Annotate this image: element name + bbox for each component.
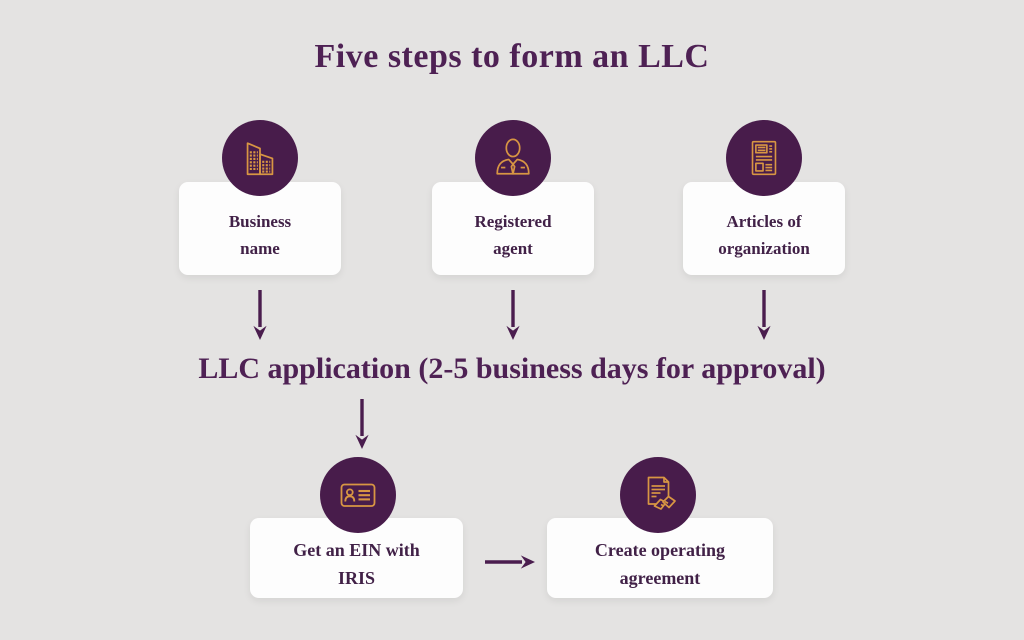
operating-agreement-circle <box>620 457 696 533</box>
registered-agent-circle <box>475 120 551 196</box>
business-name-circle <box>222 120 298 196</box>
operating-agreement-icon <box>647 476 676 510</box>
business-name-card: Business name <box>179 182 341 275</box>
articles-card: Articles of organization <box>683 182 845 275</box>
ein-label: Get an EIN with IRIS <box>293 540 420 588</box>
ein-circle <box>320 457 396 533</box>
registered-agent-label: Registered agent <box>474 212 552 258</box>
right-arrow-icon <box>485 555 535 569</box>
ein-id-card-icon <box>340 483 376 507</box>
articles-label: Articles of organization <box>718 212 810 258</box>
down-arrow-icon <box>355 399 369 449</box>
registered-agent-icon <box>496 138 530 175</box>
down-arrow-icon <box>506 290 520 340</box>
llc-application-text: LLC application (2-5 business days for a… <box>198 352 826 385</box>
registered-agent-card: Registered agent <box>432 182 594 275</box>
ein-card: Get an EIN with IRIS <box>250 518 463 598</box>
business-name-label: Business name <box>228 212 292 258</box>
building-icon <box>246 142 274 176</box>
articles-circle <box>726 120 802 196</box>
page-title: Five steps to form an LLC <box>314 38 710 75</box>
articles-document-icon <box>751 140 777 176</box>
down-arrow-icon <box>253 290 267 340</box>
operating-agreement-label: Create operating agreement <box>594 540 726 588</box>
down-arrow-icon <box>757 290 771 340</box>
